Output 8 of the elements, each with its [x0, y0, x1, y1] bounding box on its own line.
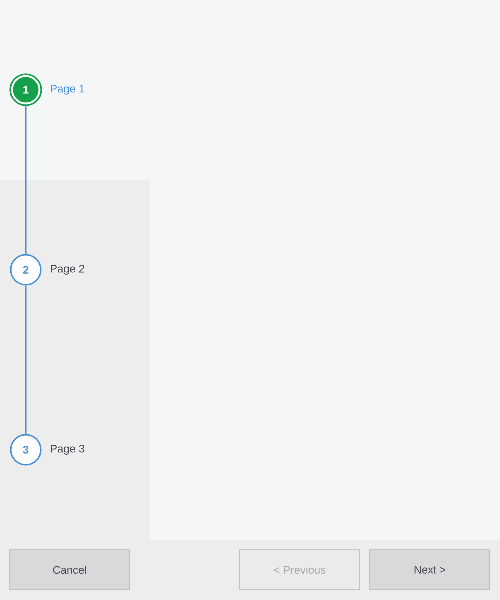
connector-line [25, 104, 27, 254]
connector-line [25, 286, 27, 434]
button: Next > [370, 550, 490, 590]
step-label: Page 2 [51, 265, 84, 275]
step-label: Page 3 [51, 445, 85, 455]
button: Cancel [10, 550, 130, 590]
step-label: Page 1 [51, 85, 85, 95]
button: < Previous [240, 550, 360, 590]
